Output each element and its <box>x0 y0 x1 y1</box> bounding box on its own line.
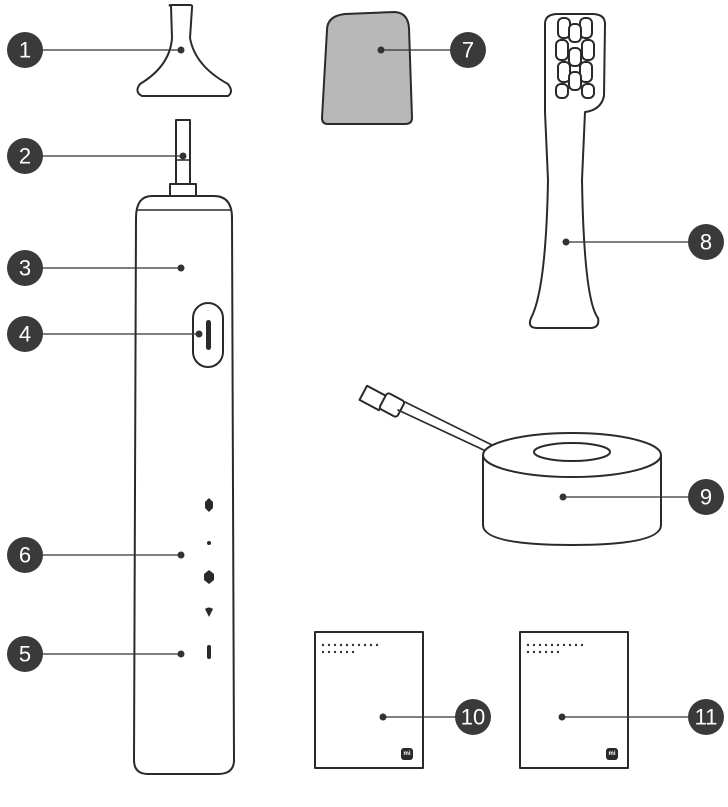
part-5-charge-indicator <box>207 645 211 659</box>
svg-text:9: 9 <box>700 485 712 510</box>
callout-7: 7 <box>450 32 486 68</box>
svg-text:1: 1 <box>19 38 31 63</box>
svg-text:10: 10 <box>461 705 485 730</box>
callout-8: 8 <box>688 224 724 260</box>
callout-5: 5 <box>7 636 43 672</box>
part-7-cover <box>322 12 412 124</box>
svg-text:4: 4 <box>19 322 31 347</box>
svg-text:11: 11 <box>695 705 718 730</box>
svg-text:7: 7 <box>462 38 474 63</box>
callout-1: 1 <box>7 32 43 68</box>
part-3-handle <box>134 196 234 774</box>
part-10-manual: mi <box>315 632 423 768</box>
callout-10: 10 <box>455 699 491 735</box>
callout-4: 4 <box>7 316 43 352</box>
part-9-charger <box>360 386 661 545</box>
card-brand-logo: mi <box>608 751 615 757</box>
svg-text:8: 8 <box>700 230 712 255</box>
part-11-warranty-card: mi <box>520 632 628 768</box>
callout-9: 9 <box>688 479 724 515</box>
svg-text:5: 5 <box>19 642 31 667</box>
svg-text:6: 6 <box>19 543 31 568</box>
callout-11: 11 <box>688 699 724 735</box>
bristle-tufts <box>556 18 594 98</box>
svg-text:2: 2 <box>19 144 31 169</box>
manual-brand-logo: mi <box>403 751 410 757</box>
callout-6: 6 <box>7 537 43 573</box>
part-8-brush-head <box>530 14 605 328</box>
svg-text:3: 3 <box>19 256 31 281</box>
callout-2: 2 <box>7 138 43 174</box>
callout-3: 3 <box>7 250 43 286</box>
